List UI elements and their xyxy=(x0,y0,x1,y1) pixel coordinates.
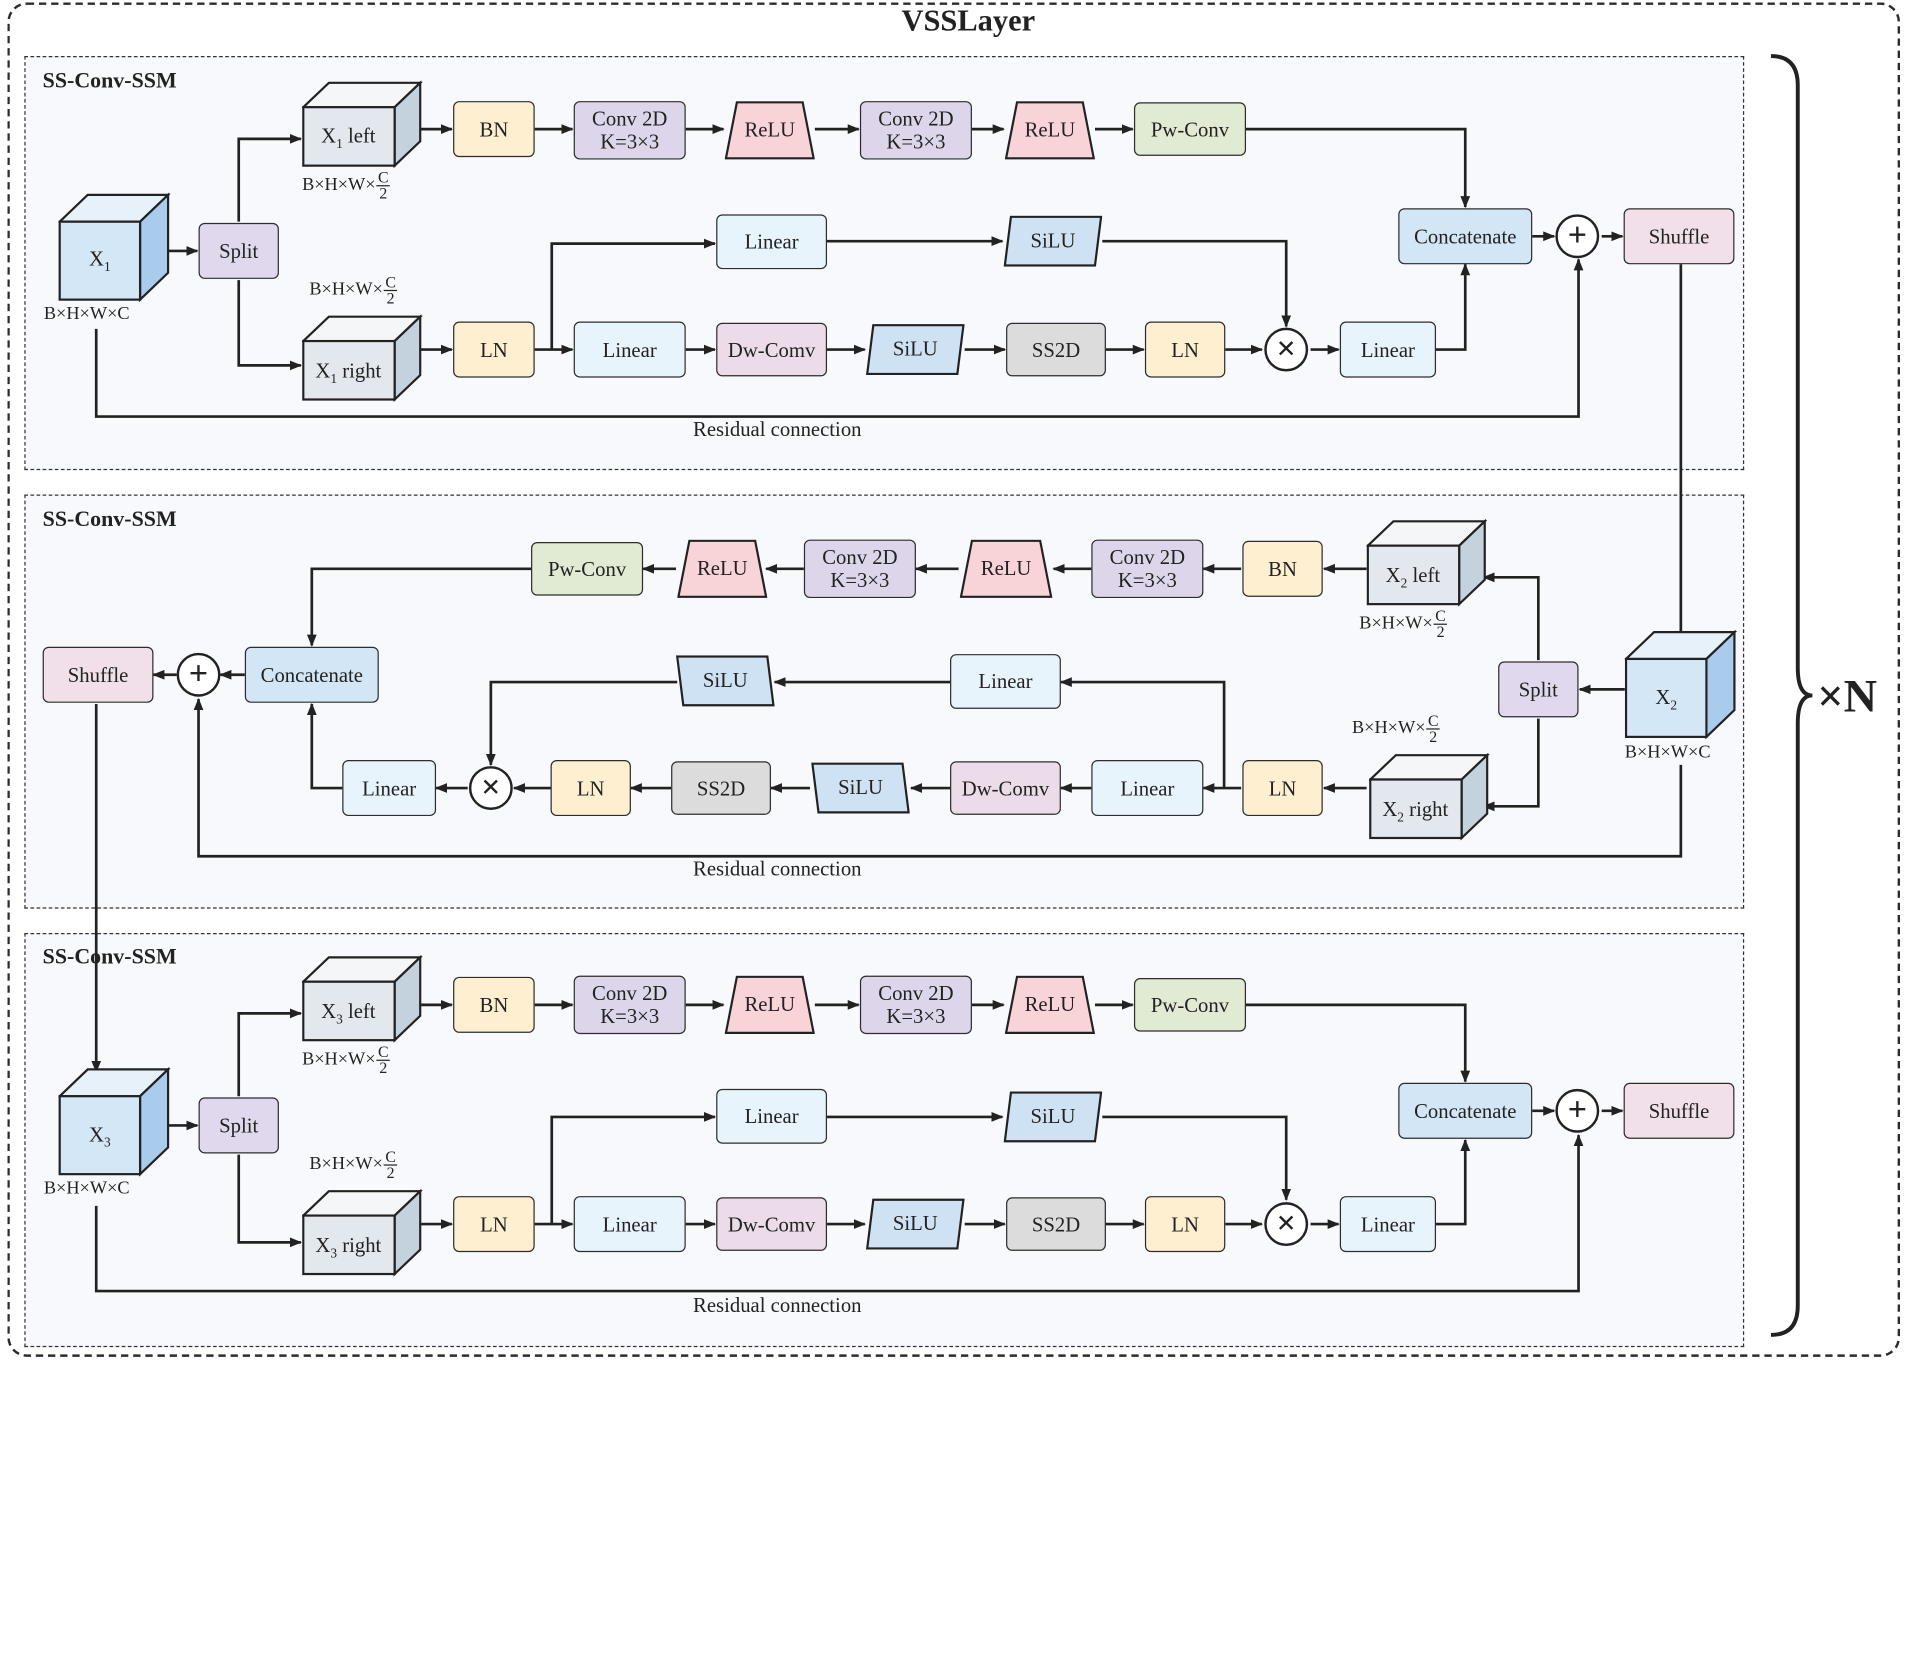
x1-input-cube: X1 xyxy=(58,192,171,303)
x3-right-label: X3 right xyxy=(315,1233,382,1262)
x1-right-label: X1 right xyxy=(315,359,382,387)
x3-right-cube: X3 right xyxy=(302,1188,423,1277)
add-3: + xyxy=(1555,1088,1600,1133)
repeat-brace xyxy=(1770,54,1813,1337)
silu-2-bottom: SiLU xyxy=(811,762,910,814)
x1-dim: B×H×W×C xyxy=(43,304,130,324)
silu-2-top: SiLU xyxy=(675,655,775,707)
residual-label-2: Residual connection xyxy=(693,857,862,881)
linear-1-out: Linear xyxy=(1339,321,1437,378)
silu-3-top: SiLU xyxy=(1003,1091,1103,1143)
x3-input-cube: X3 xyxy=(58,1066,171,1177)
x2-label: X2 xyxy=(1655,685,1678,714)
linear-1-top: Linear xyxy=(716,214,828,270)
pwconv-1: Pw-Conv xyxy=(1133,102,1247,156)
linear-2-bottom: Linear xyxy=(1091,760,1204,817)
ln-2-b: LN xyxy=(550,760,631,817)
multiply-2: × xyxy=(468,766,513,810)
x2-right-cube: X2 right xyxy=(1369,752,1490,841)
bn-1: BN xyxy=(453,101,535,158)
relu-1b: ReLU xyxy=(1004,101,1095,160)
x2-right-label: X2 right xyxy=(1382,797,1449,826)
dwconv-2: Dw-Comv xyxy=(950,761,1061,815)
relu-3b: ReLU xyxy=(1004,975,1095,1034)
silu-1-top: SiLU xyxy=(1003,215,1103,267)
dwconv-1: Dw-Comv xyxy=(716,322,828,377)
x2-left-label: X2 left xyxy=(1385,563,1441,592)
split-3: Split xyxy=(198,1097,279,1154)
linear-3-bottom: Linear xyxy=(573,1196,686,1253)
relu-3a: ReLU xyxy=(724,975,815,1034)
pwconv-3: Pw-Conv xyxy=(1133,978,1247,1032)
shuffle-3: Shuffle xyxy=(1623,1082,1735,1139)
ln-2-a: LN xyxy=(1242,760,1323,817)
relu-2b: ReLU xyxy=(677,539,768,598)
linear-1-bottom: Linear xyxy=(573,321,686,378)
x2-dim: B×H×W×C xyxy=(1624,742,1711,763)
split-1: Split xyxy=(198,222,279,279)
vsslayer-frame xyxy=(7,2,1901,1357)
add-2: + xyxy=(176,652,221,697)
repeat-count: ×N xyxy=(1817,671,1878,723)
residual-label-3: Residual connection xyxy=(693,1293,862,1317)
ss2d-3: SS2D xyxy=(1006,1197,1106,1251)
x3-label: X3 xyxy=(89,1122,111,1151)
linear-2-top: Linear xyxy=(950,654,1061,709)
dwconv-3: Dw-Comv xyxy=(716,1197,828,1251)
silu-3-bottom: SiLU xyxy=(865,1198,965,1250)
concatenate-1: Concatenate xyxy=(1398,208,1533,265)
diagram-title: VSSLayer xyxy=(901,4,1036,38)
bn-2: BN xyxy=(1242,540,1323,597)
connection-arrows xyxy=(91,124,1686,1293)
linear-2-out: Linear xyxy=(342,760,437,817)
relu-1a: ReLU xyxy=(724,101,815,160)
residual-label-1: Residual connection xyxy=(693,417,862,441)
ln-1-b: LN xyxy=(1144,321,1226,378)
split-2: Split xyxy=(1498,661,1579,718)
concatenate-3: Concatenate xyxy=(1398,1082,1533,1139)
pwconv-2: Pw-Conv xyxy=(531,542,644,596)
ln-3-a: LN xyxy=(453,1196,535,1253)
x1-right-cube: X1 right xyxy=(302,314,423,402)
x2-left-cube: X2 left xyxy=(1366,518,1488,607)
relu-2a: ReLU xyxy=(959,539,1053,598)
x3-left-label: X3 left xyxy=(321,999,376,1028)
ss2d-2: SS2D xyxy=(671,761,771,815)
panel-1-label: SS-Conv-SSM xyxy=(42,68,177,93)
x2-input-cube: X2 xyxy=(1624,629,1737,740)
x3-left-cube: X3 left xyxy=(302,954,423,1043)
multiply-3: × xyxy=(1264,1202,1309,1247)
linear-3-top: Linear xyxy=(716,1088,828,1144)
ln-3-b: LN xyxy=(1144,1196,1226,1253)
linear-3-out: Linear xyxy=(1339,1196,1437,1253)
panel-2-label: SS-Conv-SSM xyxy=(42,506,177,532)
panel-3-label: SS-Conv-SSM xyxy=(42,943,177,969)
bn-3: BN xyxy=(453,976,535,1033)
shuffle-1: Shuffle xyxy=(1623,208,1735,265)
x1-left-cube: X1 left xyxy=(302,80,423,169)
x1-label: X1 xyxy=(89,247,111,275)
x1-left-label: X1 left xyxy=(321,124,376,152)
ss2d-1: SS2D xyxy=(1006,322,1106,377)
ln-1-a: LN xyxy=(453,321,535,378)
multiply-1: × xyxy=(1264,327,1309,372)
silu-1-bottom: SiLU xyxy=(865,324,965,376)
add-1: + xyxy=(1555,214,1600,259)
x3-dim: B×H×W×C xyxy=(43,1179,130,1199)
shuffle-2: Shuffle xyxy=(42,646,154,703)
concatenate-2: Concatenate xyxy=(244,646,379,703)
